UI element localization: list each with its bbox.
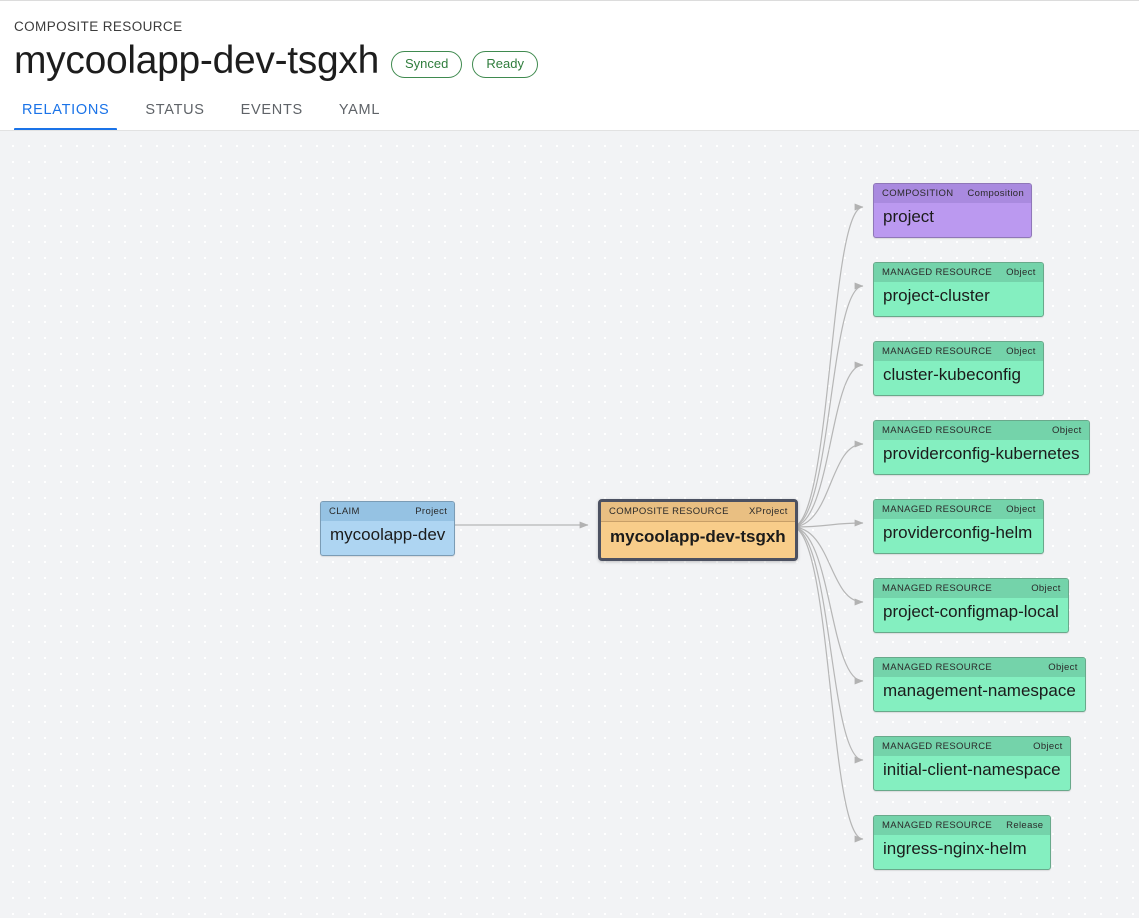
graph-edge-composite-to-project [791, 203, 864, 528]
graph-node-providerconfig-kubernetes[interactable]: MANAGED RESOURCE Object providerconfig-kub… [873, 420, 1090, 475]
node-kind-label: COMPOSITION [882, 188, 954, 199]
resource-kind-label: COMPOSITE RESOURCE [14, 19, 183, 34]
node-type-label: Object [1006, 267, 1036, 278]
tab-relations[interactable]: RELATIONS [4, 102, 127, 131]
node-name: cluster-kubeconfig [883, 365, 1021, 384]
node-kind-label: MANAGED RESOURCE [882, 346, 993, 357]
node-header: MANAGED RESOURCE Object [874, 500, 1043, 519]
node-type-label: Project [415, 506, 448, 517]
tab-yaml[interactable]: YAML [321, 102, 398, 131]
node-header: MANAGED RESOURCE Object [874, 263, 1043, 282]
graph-node-claim[interactable]: CLAIM Project mycoolapp-dev [320, 501, 456, 556]
node-header: MANAGED RESOURCE Object [874, 421, 1089, 440]
node-header: MANAGED RESOURCE Object [874, 737, 1070, 756]
graph-edge-composite-to-initial-client-namespace [791, 526, 864, 764]
graph-node-composite[interactable]: COMPOSITE RESOURCE XProject mycoolapp-dev-… [598, 499, 798, 561]
node-name: initial-client-namespace [883, 760, 1061, 779]
graph-node-initial-client-namespace[interactable]: MANAGED RESOURCE Object initial-client-nam… [873, 736, 1071, 791]
node-kind-label: MANAGED RESOURCE [882, 425, 993, 436]
graph-edge-composite-to-project-cluster [791, 282, 864, 528]
node-type-label: Object [1006, 346, 1036, 357]
node-header: MANAGED RESOURCE Release [874, 816, 1051, 835]
node-name: providerconfig-helm [883, 523, 1033, 542]
status-badge-synced: Synced [390, 50, 463, 78]
node-kind-label: MANAGED RESOURCE [882, 583, 993, 594]
graph-node-ingress-nginx-helm[interactable]: MANAGED RESOURCE Release ingress-nginx-hel… [873, 815, 1052, 870]
node-type-label: Object [1033, 741, 1063, 752]
status-badges: Synced Ready [390, 45, 538, 78]
tab-bar: RELATIONS STATUS EVENTS YAML [0, 85, 1139, 131]
node-kind-label: MANAGED RESOURCE [882, 741, 993, 752]
graph-edge-composite-to-ingress-nginx-helm [791, 526, 864, 843]
node-kind-label: MANAGED RESOURCE [882, 662, 993, 673]
node-header: MANAGED RESOURCE Object [874, 658, 1085, 677]
page-header: COMPOSITE RESOURCE mycoolapp-dev-tsgxh S… [0, 0, 1139, 131]
node-header: CLAIM Project [321, 502, 455, 521]
node-type-label: Object [1006, 504, 1036, 515]
node-type-label: Release [1006, 820, 1044, 831]
title-row: mycoolapp-dev-tsgxh Synced Ready [0, 35, 1139, 85]
node-name: project-cluster [883, 286, 990, 305]
node-type-label: XProject [748, 506, 788, 517]
page-title: mycoolapp-dev-tsgxh [14, 39, 379, 82]
graph-node-project-cluster[interactable]: MANAGED RESOURCE Object project-cluster [873, 262, 1044, 317]
graph-edge-composite-to-project-configmap-local [791, 526, 864, 606]
graph-edge-composite-to-management-namespace [791, 526, 864, 685]
node-header: COMPOSITE RESOURCE XProject [601, 502, 795, 522]
node-type-label: Composition [967, 188, 1025, 199]
graph-node-project[interactable]: COMPOSITION Composition project [873, 183, 1033, 238]
node-name: mycoolapp-dev [330, 525, 446, 544]
node-kind-label: MANAGED RESOURCE [882, 820, 993, 831]
node-name: project [883, 207, 935, 226]
graph-edge-composite-to-cluster-kubeconfig [791, 361, 864, 528]
graph-node-cluster-kubeconfig[interactable]: MANAGED RESOURCE Object cluster-kubeconfig [873, 341, 1044, 396]
node-name: management-namespace [883, 681, 1076, 700]
node-kind-label: CLAIM [329, 506, 360, 517]
relations-graph-canvas[interactable]: CLAIM Project mycoolapp-dev COMPOSITE RESOU… [0, 131, 1139, 918]
graph-node-project-configmap-local[interactable]: MANAGED RESOURCE Object project-configmap-… [873, 578, 1069, 633]
graph-node-providerconfig-helm[interactable]: MANAGED RESOURCE Object providerconfig-hel… [873, 499, 1044, 554]
status-badge-ready: Ready [472, 50, 538, 78]
node-name: project-configmap-local [883, 602, 1059, 621]
graph-edge-composite-to-providerconfig-kubernetes [791, 440, 864, 528]
graph-edge-composite-to-providerconfig-helm [791, 519, 864, 528]
node-type-label: Object [1048, 662, 1078, 673]
tab-status[interactable]: STATUS [127, 102, 222, 131]
node-type-label: Object [1031, 583, 1061, 594]
node-type-label: Object [1052, 425, 1082, 436]
node-header: COMPOSITION Composition [874, 184, 1032, 203]
node-header: MANAGED RESOURCE Object [874, 342, 1043, 361]
node-kind-label: COMPOSITE RESOURCE [609, 506, 729, 517]
node-header: MANAGED RESOURCE Object [874, 579, 1068, 598]
node-name: mycoolapp-dev-tsgxh [610, 527, 786, 546]
node-name: providerconfig-kubernetes [883, 444, 1080, 463]
node-kind-label: MANAGED RESOURCE [882, 504, 993, 515]
node-name: ingress-nginx-helm [883, 839, 1027, 858]
tab-events[interactable]: EVENTS [223, 102, 321, 131]
node-kind-label: MANAGED RESOURCE [882, 267, 993, 278]
graph-node-management-namespace[interactable]: MANAGED RESOURCE Object management-namespa… [873, 657, 1086, 712]
